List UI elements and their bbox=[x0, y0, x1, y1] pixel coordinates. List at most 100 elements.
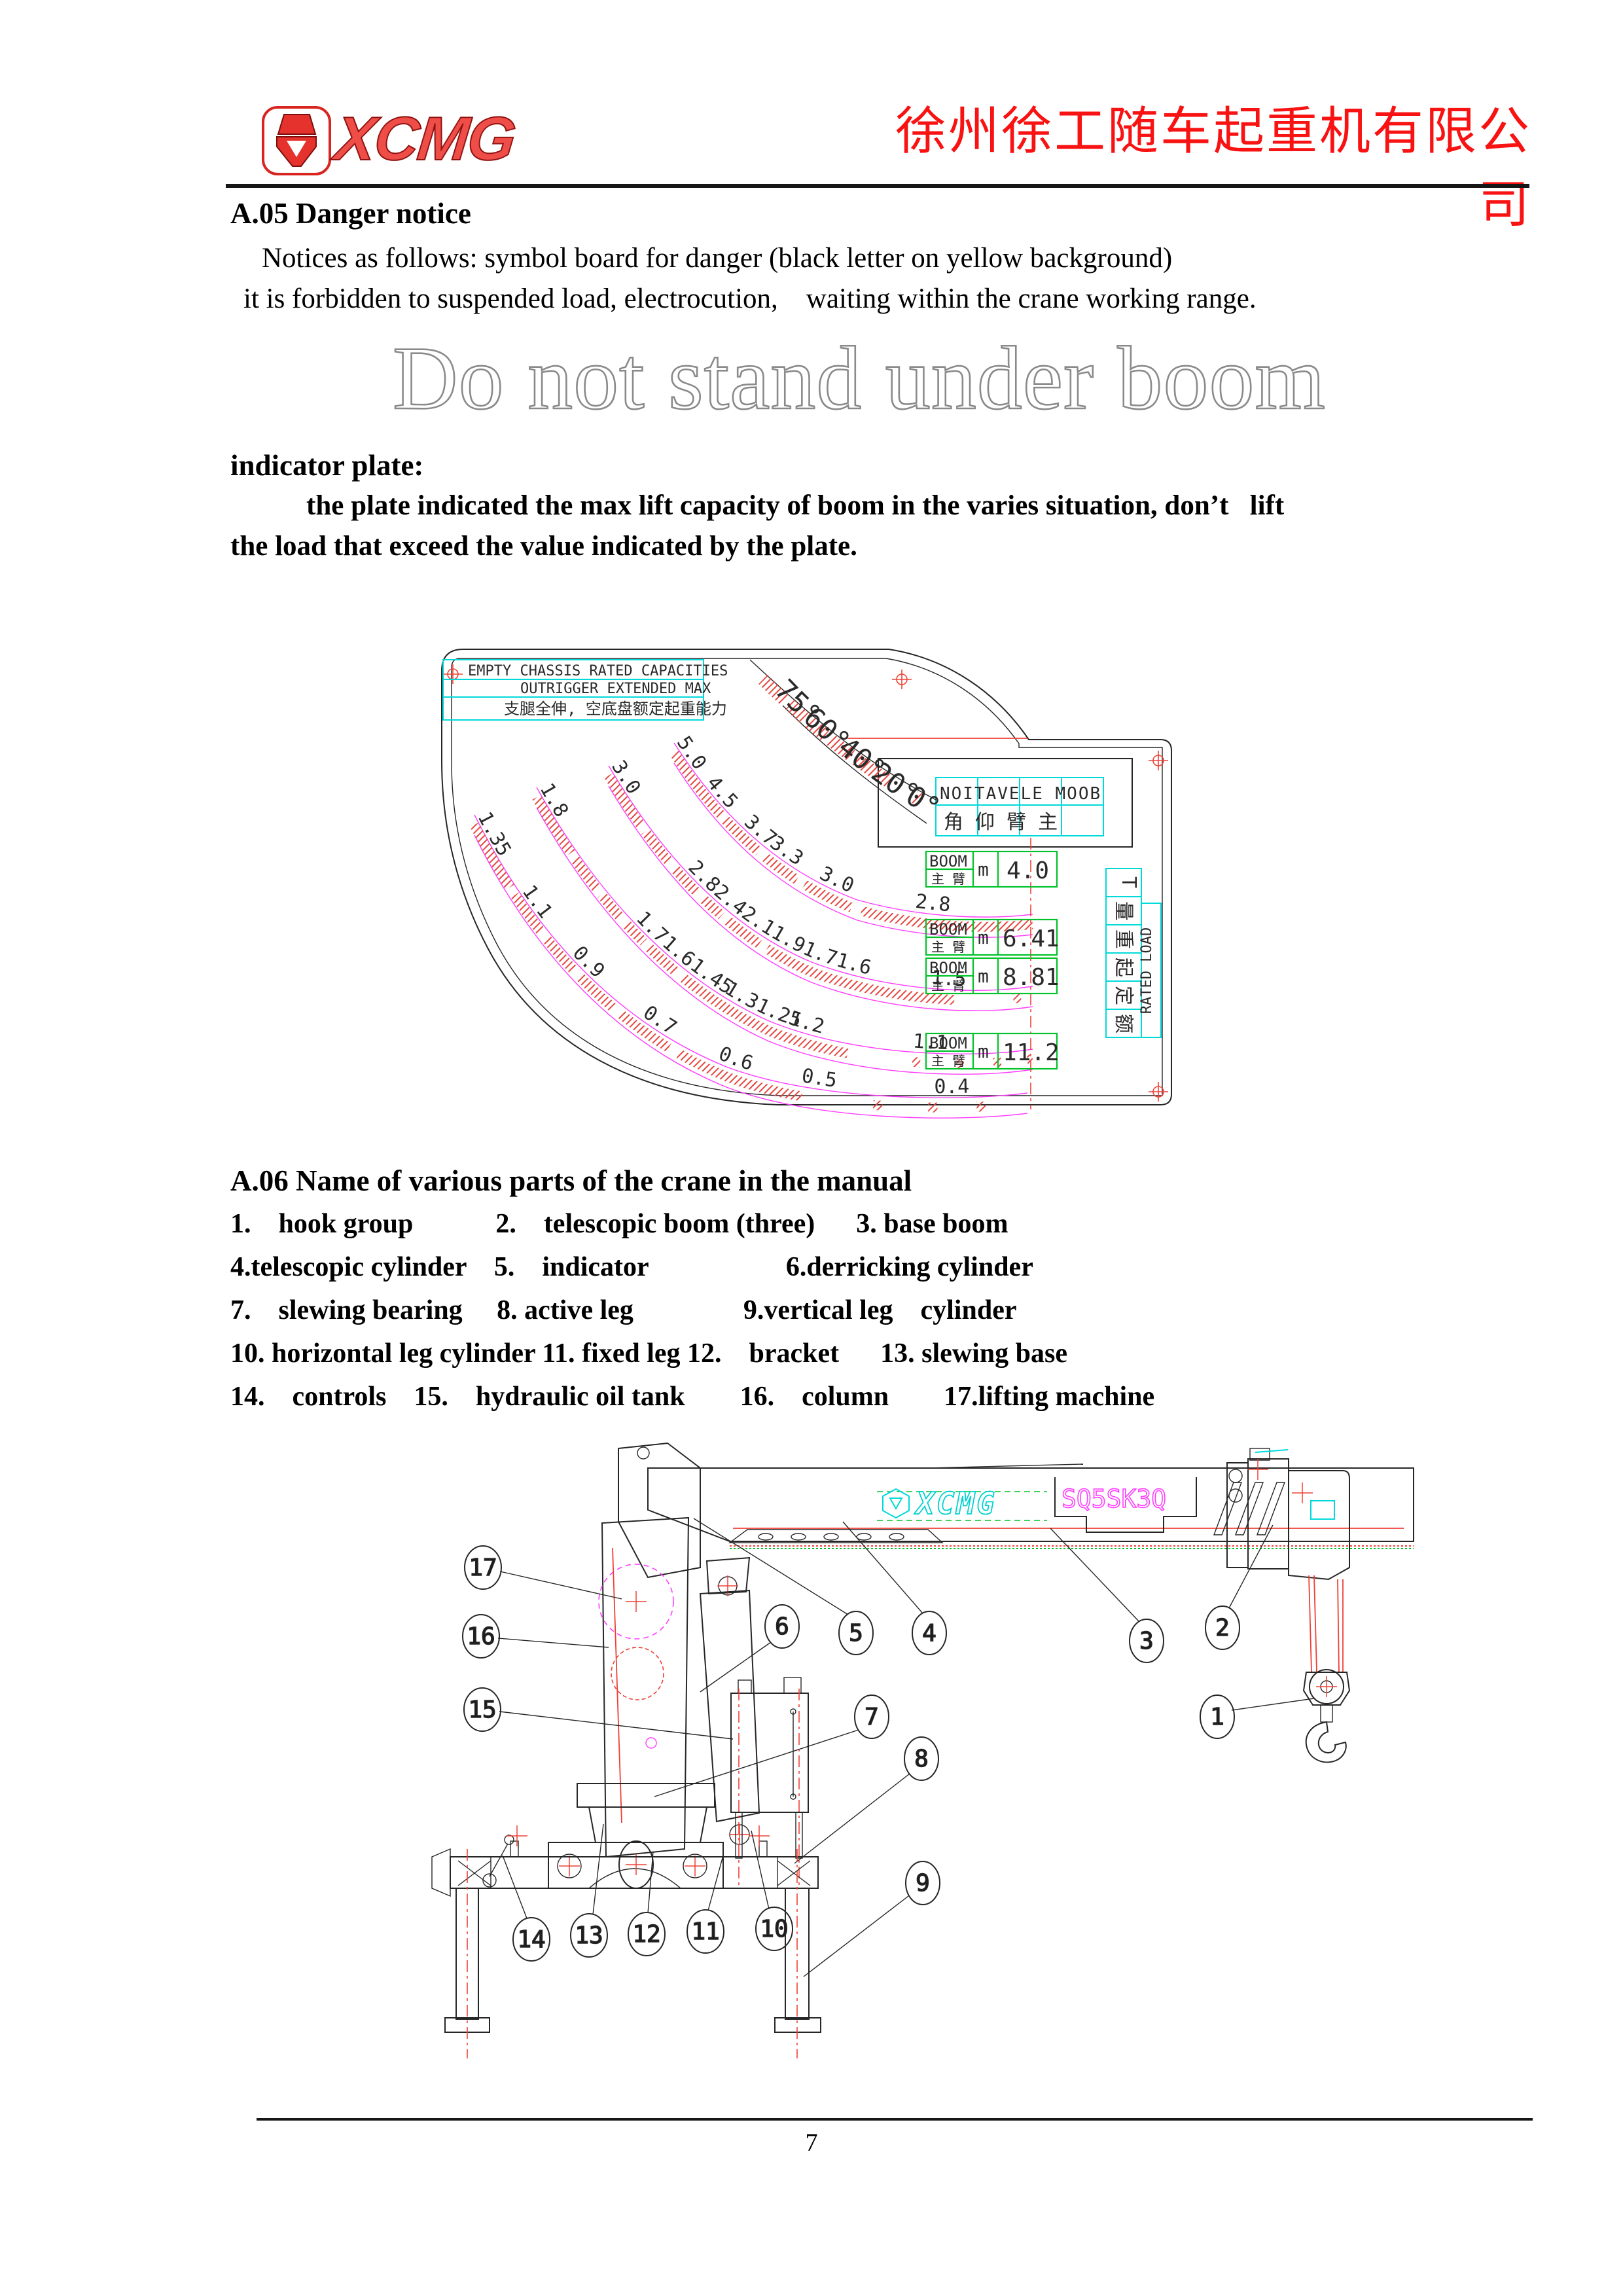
callout-13: 13 bbox=[575, 1922, 603, 1949]
a06-line: 14. controls 15. hydraulic oil tank 16. … bbox=[230, 1382, 1155, 1412]
rated-char: 额 bbox=[1112, 1014, 1135, 1033]
footer-rule bbox=[257, 2118, 1533, 2121]
load-value: 0.5 bbox=[800, 1064, 838, 1092]
a06-line: 7. slewing bearing 8. active leg 9.verti… bbox=[230, 1295, 1017, 1325]
load-indicator-plate-figure: EMPTY CHASSIS RATED CAPACITIES OUTRIGGER… bbox=[412, 622, 1201, 1121]
callout-9: 9 bbox=[916, 1870, 930, 1897]
callout-1: 1 bbox=[1210, 1704, 1224, 1731]
indicator-line1: the plate indicated the max lift capacit… bbox=[306, 490, 1285, 521]
elevation-label-cn: 角 仰 臂 主 bbox=[944, 811, 1058, 834]
load-value: 1.1 bbox=[518, 881, 557, 923]
a06-line: 1. hook group 2. telescopic boom (three)… bbox=[230, 1209, 1008, 1239]
corner-screw-mark bbox=[442, 664, 463, 685]
load-value: 0.9 bbox=[568, 942, 609, 983]
base-and-legs bbox=[431, 1825, 821, 2058]
plate-title-cn: 支腿全伸, 空底盘额定起重能力 bbox=[504, 700, 727, 718]
callout-12: 12 bbox=[632, 1921, 660, 1948]
header-rule bbox=[226, 184, 1529, 188]
boom-model-text: SQ5SK3Q bbox=[1061, 1484, 1166, 1513]
load-value: 0.4 bbox=[934, 1075, 969, 1099]
boom-length-value: 8.81 bbox=[1003, 964, 1060, 991]
angle-arc-inner bbox=[782, 705, 927, 824]
corner-screw-mark bbox=[1148, 1081, 1169, 1102]
plate-inner-line bbox=[451, 658, 1163, 1096]
plate-title-box: EMPTY CHASSIS RATED CAPACITIES OUTRIGGER… bbox=[442, 659, 728, 721]
callout-15: 15 bbox=[468, 1696, 496, 1723]
boom-length-value: 6.41 bbox=[1003, 925, 1060, 952]
boom-unit: m bbox=[978, 859, 989, 880]
telescopic-boom bbox=[647, 1463, 1414, 1549]
slewing-base-assembly bbox=[548, 1783, 724, 1889]
xcmg-logo-icon bbox=[260, 105, 332, 177]
svg-text:1.1: 1.1 bbox=[518, 881, 557, 923]
hydraulic-oil-tank bbox=[730, 1677, 809, 1888]
boom-label-cn: 主 臂 bbox=[931, 939, 965, 955]
svg-text:1.2: 1.2 bbox=[787, 1007, 827, 1039]
elevation-label-en: NOITAVELE MOOB bbox=[940, 784, 1101, 804]
boom-label-cn: 主 臂 bbox=[931, 978, 965, 994]
rated-char: 起 bbox=[1112, 958, 1135, 977]
crane-parts-figure: XCMG SQ5SK3Q bbox=[393, 1430, 1505, 2062]
a05-line2: it is forbidden to suspended load, elect… bbox=[243, 283, 1257, 314]
boom-elevation-box: NOITAVELE MOOB 角 仰 臂 主 bbox=[878, 758, 1133, 848]
boom-label-en: BOOM bbox=[929, 1034, 967, 1052]
svg-text:1.5: 1.5 bbox=[931, 966, 967, 991]
boom-box-11: BOOM 主 臂 m 11.2 bbox=[925, 1032, 1060, 1070]
svg-text:0.9: 0.9 bbox=[568, 942, 609, 983]
boom-unit: m bbox=[978, 927, 989, 948]
boom-brand-text: XCMG bbox=[914, 1486, 997, 1521]
callouts: 1 2 3 4 5 6 7 8 9 10 11 12 13 14 15 16 1… bbox=[462, 1518, 1315, 1977]
boom-box-8: BOOM 主 臂 m 8.81 bbox=[925, 957, 1060, 995]
boom-unit: m bbox=[978, 965, 989, 987]
boom-decals: XCMG SQ5SK3Q bbox=[877, 1477, 1286, 1535]
a06-title: A.06 Name of various parts of the crane … bbox=[230, 1164, 912, 1197]
boom-length-value: 11.2 bbox=[1003, 1039, 1060, 1066]
callout-2: 2 bbox=[1215, 1615, 1230, 1641]
a05-line1: Notices as follows: symbol board for dan… bbox=[262, 243, 1173, 274]
rated-char: T bbox=[1117, 876, 1140, 888]
plate-title-en1: EMPTY CHASSIS RATED CAPACITIES bbox=[468, 663, 728, 679]
load-value: 2.8 bbox=[914, 890, 952, 917]
derricking-cylinder bbox=[699, 1556, 760, 1846]
boom-box-4: BOOM 主 臂 m 4.0 bbox=[925, 850, 1058, 888]
boom-label-en: BOOM bbox=[929, 852, 967, 870]
corner-screw-mark bbox=[891, 669, 912, 690]
boom-unit: m bbox=[978, 1041, 989, 1062]
load-value: 1.6 bbox=[834, 948, 874, 979]
callout-10: 10 bbox=[760, 1916, 788, 1943]
callout-4: 4 bbox=[922, 1620, 936, 1647]
rated-load-column: T 量 重 起 定 额 RATED LOAD bbox=[1105, 868, 1162, 1038]
load-value: 5.0 bbox=[672, 732, 711, 774]
a06-line: 10. horizontal leg cylinder 11. fixed le… bbox=[230, 1338, 1067, 1369]
indicator-heading: indicator plate: bbox=[230, 449, 424, 482]
xcmg-brand-word: XCMG bbox=[331, 103, 519, 173]
indicator-line2: the load that exceed the value indicated… bbox=[230, 531, 857, 562]
load-value: 1.5 bbox=[931, 966, 967, 991]
boom-box-6: BOOM 主 臂 m 6.41 bbox=[925, 918, 1060, 956]
callout-14: 14 bbox=[517, 1926, 545, 1953]
a06-line: 4.telescopic cylinder 5. indicator 6.der… bbox=[230, 1252, 1033, 1282]
callout-8: 8 bbox=[914, 1746, 929, 1772]
callout-11: 11 bbox=[691, 1918, 719, 1945]
load-value: 1.2 bbox=[787, 1007, 827, 1039]
callout-17: 17 bbox=[469, 1554, 497, 1581]
svg-text:2.8: 2.8 bbox=[914, 890, 952, 917]
boom-head-and-hook bbox=[1226, 1448, 1351, 1763]
plate-title-en2: OUTRIGGER EXTENDED MAX bbox=[520, 681, 711, 697]
boom-label-cn: 主 臂 bbox=[931, 1053, 965, 1069]
svg-text:1.6: 1.6 bbox=[834, 948, 874, 979]
corner-screw-mark bbox=[1148, 750, 1169, 771]
column-assembly bbox=[598, 1442, 701, 1858]
boom-label-en: BOOM bbox=[929, 959, 967, 977]
a05-title: A.05 Danger notice bbox=[230, 197, 471, 230]
callout-5: 5 bbox=[849, 1620, 863, 1647]
page-number: 7 bbox=[805, 2129, 818, 2157]
danger-banner-text: Do not stand under boom bbox=[392, 327, 1326, 429]
rated-char: 定 bbox=[1112, 986, 1135, 1005]
callout-3: 3 bbox=[1139, 1628, 1154, 1655]
svg-text:0.5: 0.5 bbox=[800, 1064, 838, 1092]
boom-length-value: 4.0 bbox=[1007, 857, 1049, 884]
callout-7: 7 bbox=[865, 1704, 879, 1731]
callout-16: 16 bbox=[467, 1623, 495, 1650]
